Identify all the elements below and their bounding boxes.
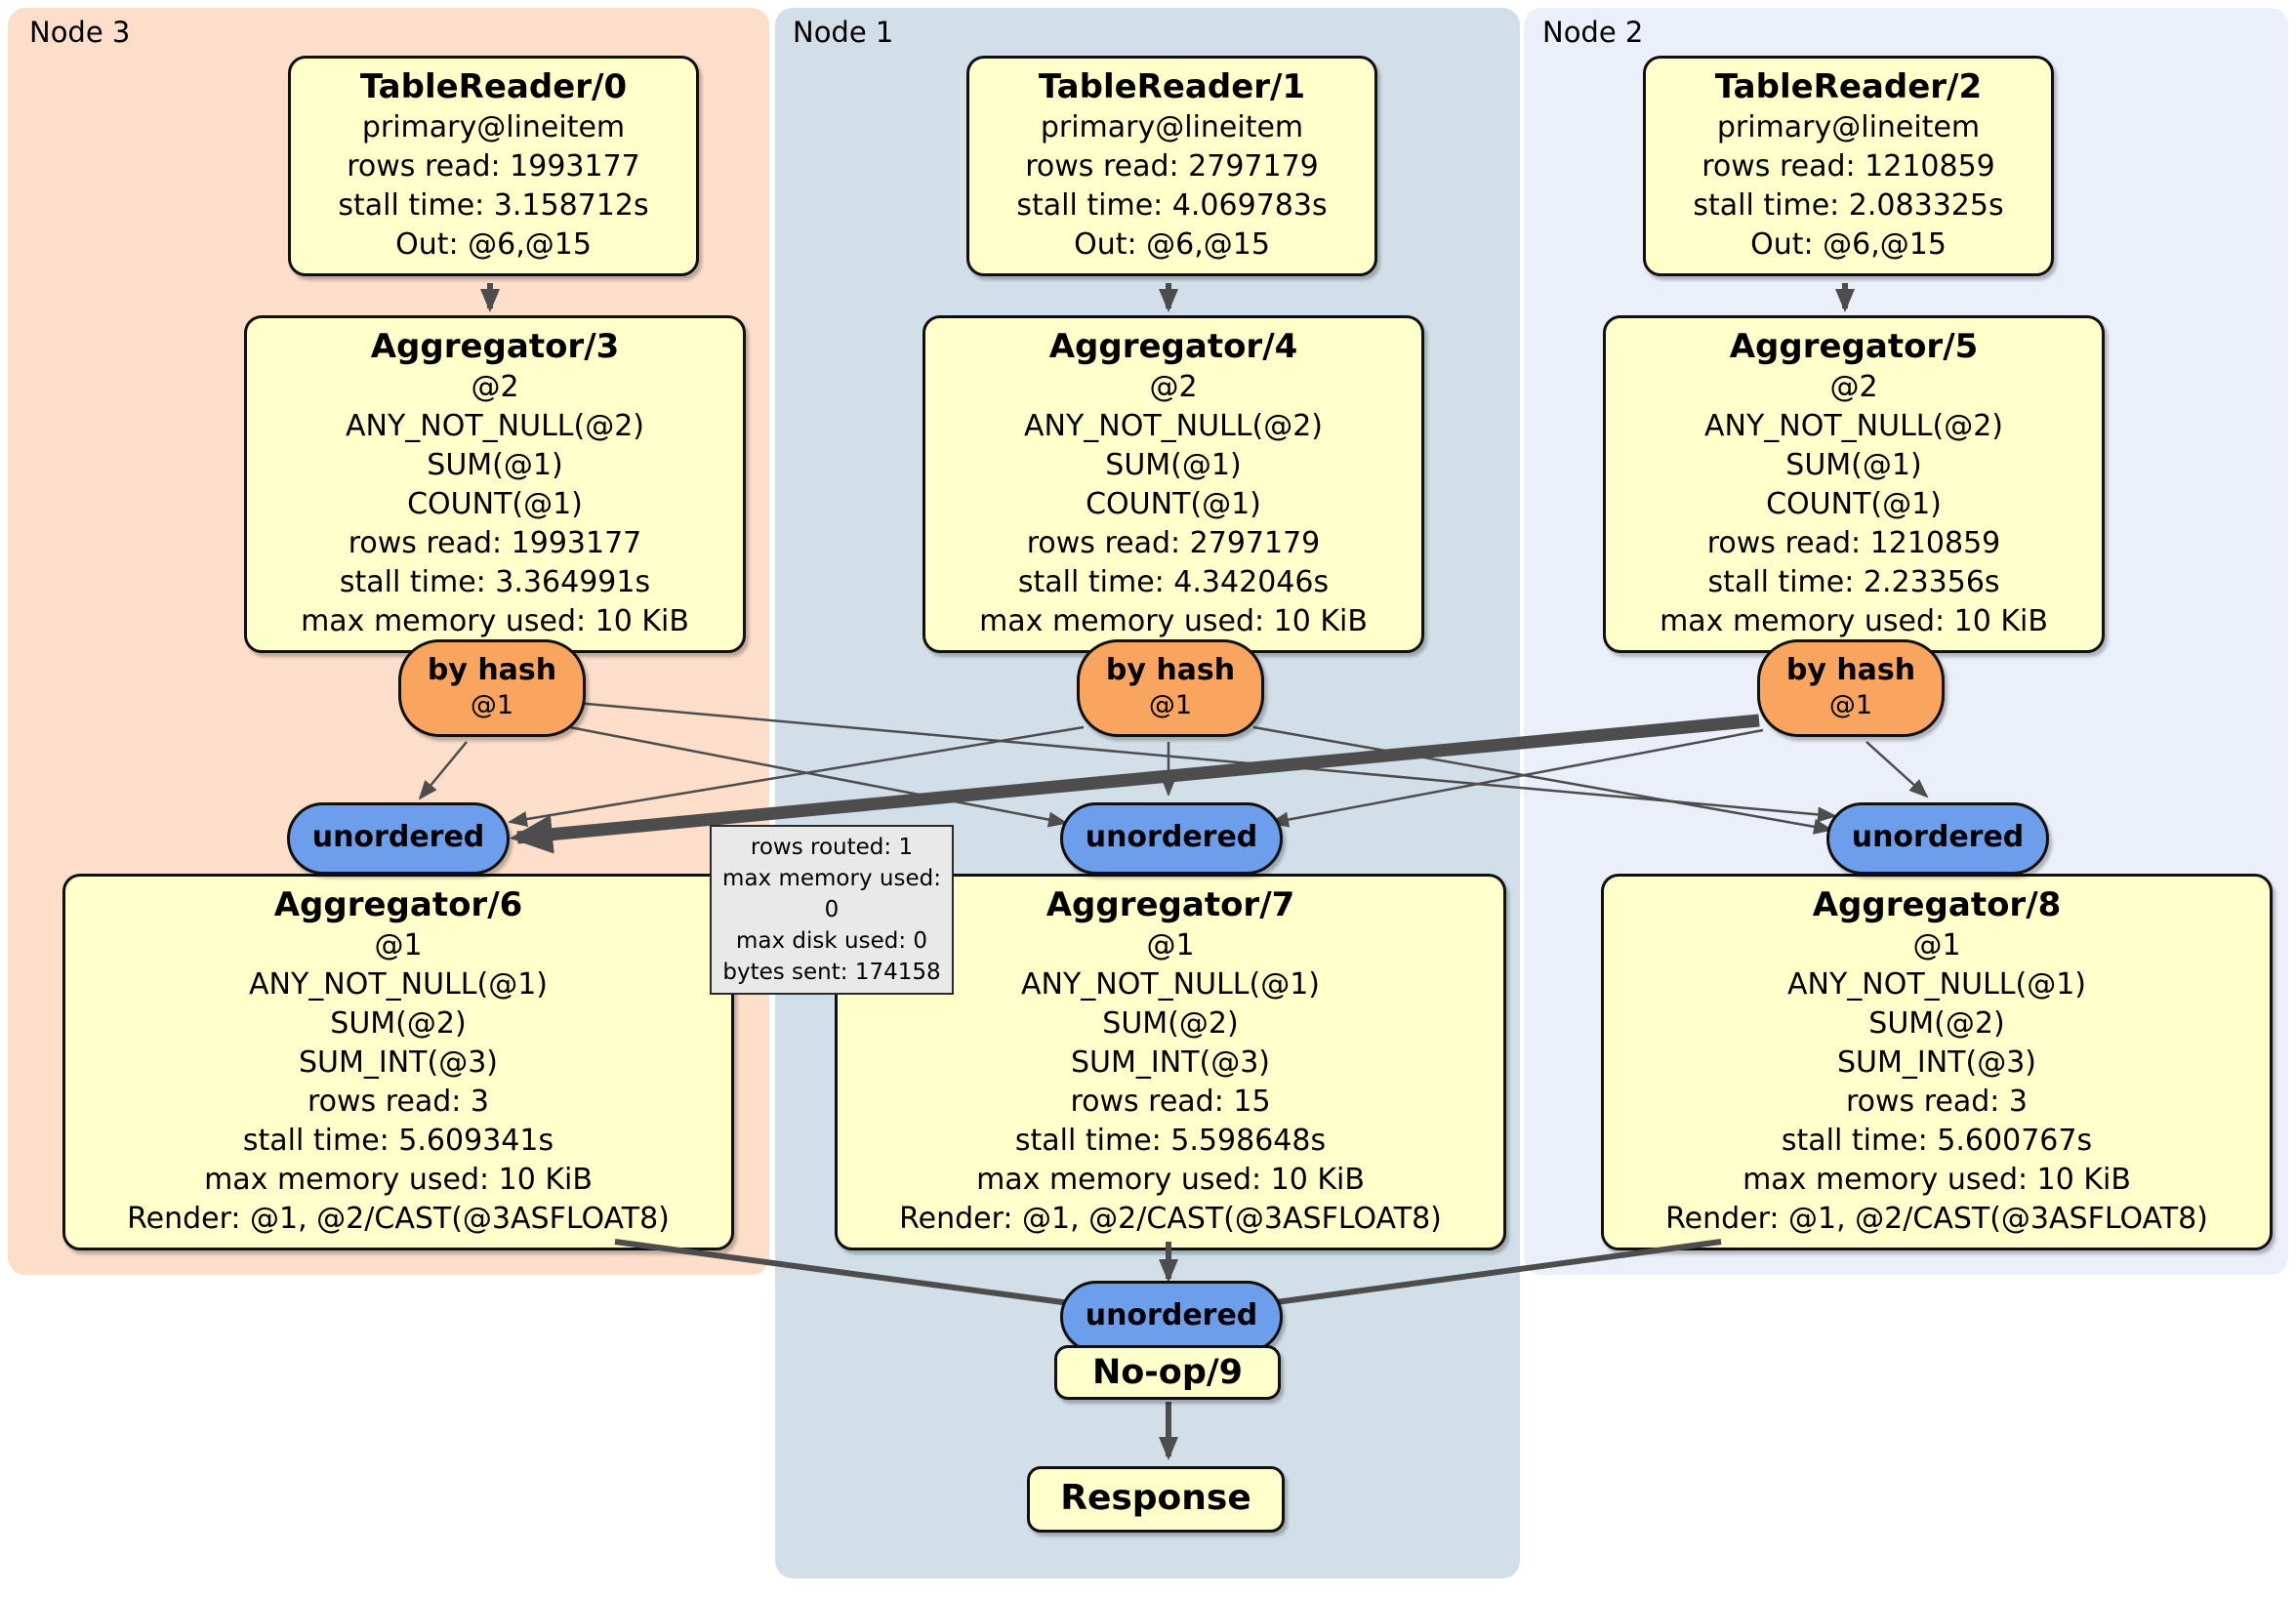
aggregator-4-title: Aggregator/4 xyxy=(1048,327,1298,366)
node3-label: Node 3 xyxy=(29,16,131,49)
aggregator-6-box[interactable]: Aggregator/6 @1 ANY_NOT_NULL(@1) SUM(@2)… xyxy=(62,874,734,1250)
box-line: COUNT(@1) xyxy=(407,487,583,521)
box-line: primary@lineitem xyxy=(1716,110,1981,144)
unordered-sync-node3[interactable]: unordered xyxy=(287,802,510,875)
box-line: stall time: 5.600767s xyxy=(1781,1124,2093,1158)
aggregator-6-title: Aggregator/6 xyxy=(273,885,523,924)
box-line: COUNT(@1) xyxy=(1766,487,1942,521)
node1-label: Node 1 xyxy=(793,16,894,49)
box-line: Out: @6,@15 xyxy=(1074,227,1270,262)
box-line: SUM(@2) xyxy=(1102,1006,1239,1041)
box-line: primary@lineitem xyxy=(361,110,626,144)
tooltip-line: rows routed: 1 xyxy=(750,835,914,860)
tablereader-0-box[interactable]: TableReader/0 primary@lineitem rows read… xyxy=(288,56,699,276)
router-detail: @1 xyxy=(1148,690,1193,720)
router-label: by hash xyxy=(1785,653,1916,687)
box-line: max memory used: 10 KiB xyxy=(1742,1163,2131,1197)
box-line: stall time: 5.609341s xyxy=(242,1124,554,1158)
aggregator-8-title: Aggregator/8 xyxy=(1812,885,2062,924)
box-line: rows read: 2797179 xyxy=(1025,149,1319,184)
box-line: rows read: 3 xyxy=(1845,1085,2029,1119)
box-line: ANY_NOT_NULL(@2) xyxy=(1704,409,2003,443)
node2-label: Node 2 xyxy=(1542,16,1644,49)
box-line: ANY_NOT_NULL(@2) xyxy=(1024,409,1323,443)
box-line: stall time: 4.069783s xyxy=(1016,188,1328,223)
aggregator-4-box[interactable]: Aggregator/4 @2 ANY_NOT_NULL(@2) SUM(@1)… xyxy=(922,315,1424,653)
box-line: stall time: 2.083325s xyxy=(1693,188,2004,223)
unordered-final-sync[interactable]: unordered xyxy=(1060,1281,1283,1353)
box-line: ANY_NOT_NULL(@2) xyxy=(346,409,644,443)
router-detail: @1 xyxy=(470,690,514,720)
tablereader-1-title: TableReader/1 xyxy=(1038,67,1306,106)
box-line: SUM_INT(@3) xyxy=(1071,1045,1270,1080)
aggregator-5-box[interactable]: Aggregator/5 @2 ANY_NOT_NULL(@2) SUM(@1)… xyxy=(1603,315,2105,653)
box-line: max memory used: 10 KiB xyxy=(1660,604,2048,638)
box-line: @2 xyxy=(1149,370,1198,404)
tooltip-line: max disk used: 0 xyxy=(735,928,928,954)
tablereader-2-box[interactable]: TableReader/2 primary@lineitem rows read… xyxy=(1643,56,2054,276)
box-line: SUM(@1) xyxy=(427,448,563,482)
box-line: stall time: 4.342046s xyxy=(1017,565,1330,599)
by-hash-router-node2[interactable]: by hash @1 xyxy=(1757,639,1945,737)
box-line: Render: @1, @2/CAST(@3ASFLOAT8) xyxy=(1665,1202,2208,1236)
aggregator-8-box[interactable]: Aggregator/8 @1 ANY_NOT_NULL(@1) SUM(@2)… xyxy=(1601,874,2273,1250)
box-line: Out: @6,@15 xyxy=(1750,227,1947,262)
aggregator-5-title: Aggregator/5 xyxy=(1729,327,1979,366)
box-line: stall time: 2.23356s xyxy=(1707,565,2000,599)
box-line: ANY_NOT_NULL(@1) xyxy=(249,967,548,1002)
box-line: ANY_NOT_NULL(@1) xyxy=(1021,967,1320,1002)
noop-box[interactable]: No-op/9 xyxy=(1054,1345,1281,1400)
box-line: rows read: 2797179 xyxy=(1026,526,1321,560)
box-line: rows read: 3 xyxy=(307,1085,490,1119)
tooltip-line: max memory used: 0 xyxy=(722,866,941,922)
aggregator-3-box[interactable]: Aggregator/3 @2 ANY_NOT_NULL(@2) SUM(@1)… xyxy=(244,315,746,653)
unordered-sync-node2[interactable]: unordered xyxy=(1826,802,2049,875)
by-hash-router-node3[interactable]: by hash @1 xyxy=(398,639,586,737)
box-line: @2 xyxy=(1829,370,1878,404)
box-line: stall time: 3.158712s xyxy=(338,188,649,223)
tablereader-1-box[interactable]: TableReader/1 primary@lineitem rows read… xyxy=(966,56,1377,276)
box-line: primary@lineitem xyxy=(1040,110,1304,144)
box-line: rows read: 1210859 xyxy=(1702,149,1995,184)
box-line: SUM(@2) xyxy=(1868,1006,2005,1041)
box-line: rows read: 1993177 xyxy=(347,149,640,184)
router-label: by hash xyxy=(427,653,557,687)
box-line: rows read: 1993177 xyxy=(348,526,642,560)
box-line: SUM_INT(@3) xyxy=(299,1045,498,1080)
unordered-sync-node1[interactable]: unordered xyxy=(1060,802,1283,875)
box-line: max memory used: 10 KiB xyxy=(976,1163,1365,1197)
router-label: by hash xyxy=(1105,653,1236,687)
box-line: SUM(@2) xyxy=(330,1006,467,1041)
box-line: rows read: 1210859 xyxy=(1706,526,2001,560)
box-line: @1 xyxy=(1912,928,1961,962)
aggregator-7-title: Aggregator/7 xyxy=(1046,885,1295,924)
box-line: Render: @1, @2/CAST(@3ASFLOAT8) xyxy=(127,1202,670,1236)
box-line: max memory used: 10 KiB xyxy=(301,604,689,638)
tablereader-2-title: TableReader/2 xyxy=(1714,67,1983,106)
box-line: Out: @6,@15 xyxy=(395,227,592,262)
edge-tooltip: rows routed: 1 max memory used: 0 max di… xyxy=(710,825,954,995)
tooltip-line: bytes sent: 174158 xyxy=(722,960,941,985)
box-line: @1 xyxy=(374,928,423,962)
box-line: max memory used: 10 KiB xyxy=(979,604,1368,638)
aggregator-7-box[interactable]: Aggregator/7 @1 ANY_NOT_NULL(@1) SUM(@2)… xyxy=(835,874,1506,1250)
box-line: stall time: 5.598648s xyxy=(1014,1124,1327,1158)
box-line: max memory used: 10 KiB xyxy=(204,1163,593,1197)
box-line: rows read: 15 xyxy=(1070,1085,1271,1119)
router-detail: @1 xyxy=(1828,690,1873,720)
aggregator-3-title: Aggregator/3 xyxy=(370,327,620,366)
tablereader-0-title: TableReader/0 xyxy=(359,67,628,106)
by-hash-router-node1[interactable]: by hash @1 xyxy=(1077,639,1264,737)
box-line: SUM(@1) xyxy=(1785,448,1922,482)
box-line: @2 xyxy=(471,370,519,404)
box-line: COUNT(@1) xyxy=(1086,487,1261,521)
box-line: ANY_NOT_NULL(@1) xyxy=(1787,967,2086,1002)
box-line: Render: @1, @2/CAST(@3ASFLOAT8) xyxy=(899,1202,1442,1236)
box-line: stall time: 3.364991s xyxy=(339,565,651,599)
response-box[interactable]: Response xyxy=(1027,1466,1285,1533)
box-line: @1 xyxy=(1146,928,1195,962)
box-line: SUM(@1) xyxy=(1105,448,1242,482)
box-line: SUM_INT(@3) xyxy=(1837,1045,2036,1080)
